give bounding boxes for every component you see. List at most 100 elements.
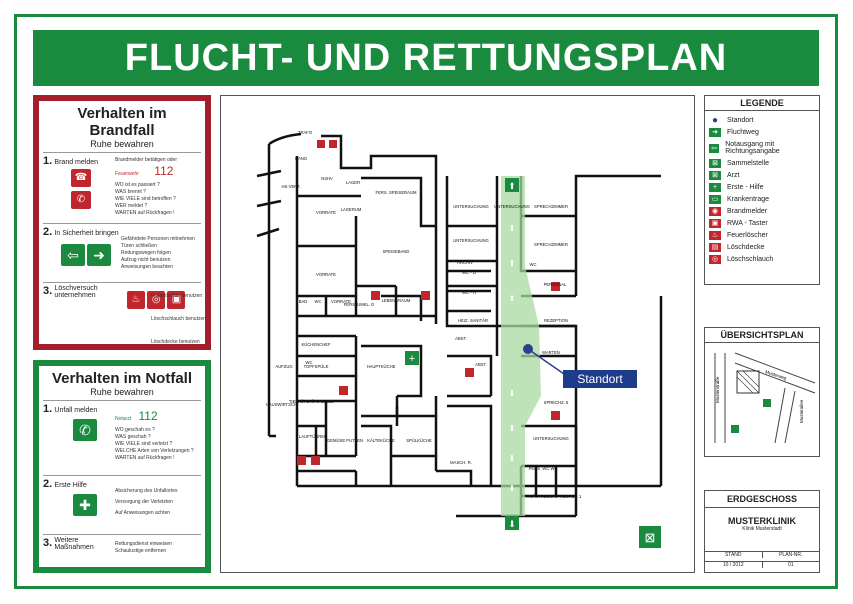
room-label: BAD	[299, 299, 308, 304]
emg-step-2: 2. Erste Hilfe ✚ Absicherung des Unfallo…	[43, 478, 178, 516]
fire-panel-title: Verhalten im Brandfall	[77, 105, 167, 139]
fire-step-3: 3. Löschversuch unternehmen ♨ ◎ ▣ Feuerl…	[43, 285, 207, 345]
fire-panel-subtitle: Ruhe bewahren	[90, 139, 154, 149]
room-label: REZEPTION	[544, 318, 568, 323]
stand-value: 10 / 2012	[722, 562, 744, 568]
legend-item: ●Standort	[709, 115, 815, 126]
floor-plan-svg: ⬆ ⬇ ⬆⬆⬆ ⬇⬇⬇⬇ + ⊠ TRAFOGANGNSHVHS-VERT.LA…	[256, 130, 663, 548]
room-label: LAUFTÜRRER	[299, 434, 327, 439]
building-name: MUSTERKLINIK	[728, 516, 796, 526]
room-label: AUFZUG	[275, 364, 292, 369]
extinguisher-icon: ♨	[127, 291, 145, 309]
standort-label: Standort	[563, 370, 637, 388]
room-label: WC - H	[462, 290, 476, 295]
room-label: WC - D	[462, 270, 476, 275]
room-label: WC	[530, 262, 537, 267]
fire-alarm-icon: ◉	[709, 207, 721, 216]
svg-text:⬇: ⬇	[509, 389, 516, 398]
room-label: VORRATE	[316, 210, 336, 215]
room-label: HS-VERT.	[281, 184, 300, 189]
room-label: VORRATE	[316, 272, 336, 277]
svg-text:⬇: ⬇	[509, 484, 516, 493]
legend-item-label: Notausgang mit Richtungsangabe	[725, 141, 780, 155]
room-label: LEBENSRAUM	[382, 298, 411, 303]
phone-icon: ✆	[73, 419, 97, 441]
legend-item-label: Sammelstelle	[727, 160, 770, 167]
legend-title: LEGENDE	[705, 96, 819, 111]
first-aid-icon: ✚	[73, 494, 97, 516]
legend-item-label: Krankentrage	[727, 196, 770, 203]
emergency-panel-subtitle: Ruhe bewahren	[90, 387, 154, 397]
room-label: SPRECHZIMMER	[534, 242, 568, 247]
stretcher-icon: ▭	[709, 195, 721, 204]
overview-assembly-icon-2	[763, 399, 771, 407]
room-label: TRAFO	[298, 130, 313, 135]
room-label: TIEFKÜHL	[289, 399, 310, 404]
overview-assembly-icon	[731, 425, 739, 433]
fire-hose-icon: ◎	[709, 255, 721, 264]
svg-text:⬆: ⬆	[508, 181, 516, 191]
room-label: ANÄSTHESIE SPRECHST. 1	[527, 494, 582, 499]
legend-item: +Erste - Hilfe	[709, 182, 815, 193]
assembly-point-marker	[639, 526, 661, 548]
room-label: ABST.	[475, 362, 487, 367]
legend-item: ▤Löschdecke	[709, 242, 815, 253]
room-label: PERSONAL	[544, 282, 567, 287]
svg-text:⬆: ⬆	[509, 224, 516, 233]
room-label: NSHV	[321, 176, 333, 181]
svg-text:⬇: ⬇	[509, 454, 516, 463]
overview-panel: ÜBERSICHTSPLAN Musterstraße Musterweg Mu…	[704, 327, 820, 457]
standort-dot: ●	[711, 115, 719, 126]
room-label: LAGERUM	[341, 207, 362, 212]
room-label: FERS. SPEISERAUM	[376, 190, 417, 195]
legend-item-label: Brandmelder	[727, 208, 768, 215]
legend-item-label: RWA - Taster	[727, 220, 768, 227]
room-label: GANG	[295, 156, 307, 161]
svg-text:⬆: ⬆	[509, 259, 516, 268]
svg-text:⬇: ⬇	[508, 519, 516, 529]
emergency-panel-title: Verhalten im Notfall	[51, 370, 193, 387]
fire-step-1: 1. Brand melden ☎ ✆ Brandmelder betätige…	[43, 155, 177, 216]
fire-blanket-icon: ▤	[709, 243, 721, 252]
overview-building	[736, 370, 760, 394]
emg-step-1: 1. Unfall melden ✆ Notarzt 112 WO gescha…	[43, 403, 194, 461]
arrow-right-icon: ➜	[709, 128, 721, 137]
legend-panel: LEGENDE ●Standort➜Fluchtweg⇦Notausgang m…	[704, 95, 820, 285]
exit-icon: ⇦	[61, 244, 85, 266]
plan-number-value: 01	[761, 562, 820, 568]
title-block: ERDGESCHOSS MUSTERKLINIK Klinik Musterst…	[704, 490, 820, 573]
room-label: WC	[551, 466, 558, 471]
room-label: UNTERSUCHUNG	[533, 436, 569, 441]
legend-item-label: Fluchtweg	[727, 129, 759, 136]
street-label-3: Musterallee	[799, 399, 804, 423]
legend-item: ▣RWA - Taster	[709, 218, 815, 229]
room-label: SPEISEBAND	[383, 249, 410, 254]
legend-item-label: Erste - Hilfe	[727, 184, 764, 191]
page-title: FLUCHT- UND RETTUNGSPLAN	[33, 30, 819, 86]
room-label: MASCH. R.	[450, 460, 472, 465]
legend-item: ⊠ Sammelstelle	[709, 158, 815, 169]
outer-frame	[14, 14, 838, 589]
fire-blanket-icon: ▣	[167, 291, 186, 309]
legend-item: ➜ Fluchtweg	[709, 127, 815, 138]
room-label: ABST.	[455, 336, 467, 341]
phone-icon: ✆	[71, 191, 91, 209]
fire-hose-icon: ◎	[147, 291, 166, 309]
room-label: KÜCHENCHEF	[301, 342, 331, 347]
room-label: SPRECHZ. 5	[544, 400, 569, 405]
room-label: SPRECHZIMMER	[534, 204, 568, 209]
plan-number-label: PLAN-NR.	[761, 552, 820, 558]
room-label: WC	[315, 299, 322, 304]
room-label: UNTERSUCHUNG	[453, 238, 489, 243]
street-label-2: Musterweg	[765, 369, 788, 381]
svg-text:⬆: ⬆	[509, 294, 516, 303]
room-label: SPÜLKÜCHE	[406, 438, 432, 443]
room-label: HAUPTKÜCHE	[367, 364, 396, 369]
svg-text:+: +	[409, 353, 415, 365]
assembly-icon: ⊠	[709, 159, 721, 168]
emergency-exit-top	[505, 178, 519, 192]
legend-item-label: Löschschlauch	[727, 256, 774, 263]
building-address: Klinik Musterstadt	[742, 526, 782, 532]
fire-procedure-panel: Verhalten im Brandfall Ruhe bewahren 1. …	[33, 95, 211, 350]
